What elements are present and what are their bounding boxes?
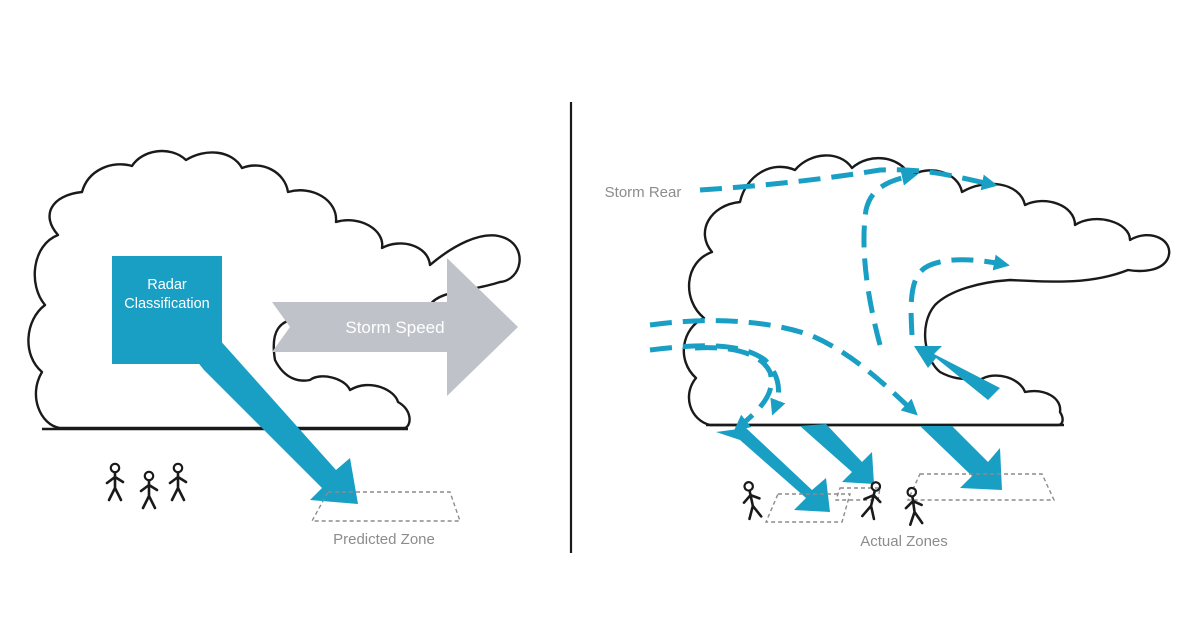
updraft-arrow — [861, 169, 918, 346]
radar-classification-box — [112, 256, 222, 364]
storm-speed-arrow — [272, 258, 518, 396]
actual-zone-3 — [906, 473, 1056, 501]
actual-zones-label: Actual Zones — [860, 533, 948, 550]
downdraft-arrow — [694, 345, 774, 432]
outflow-arrow-1 — [716, 428, 830, 512]
person-icon — [901, 485, 926, 527]
cloud-icon — [682, 154, 1171, 427]
predicted-zone-label: Predicted Zone — [333, 531, 435, 548]
cloud-icon — [27, 149, 521, 430]
person-icon — [168, 462, 188, 502]
actual-zone-1 — [764, 493, 851, 523]
person-icon — [859, 479, 886, 521]
low-inflow-arrow-2 — [649, 343, 786, 416]
outflow-arrow-3 — [920, 426, 1002, 490]
person-icon — [139, 470, 159, 510]
person-icon — [738, 479, 765, 521]
airflow-arrows — [649, 167, 1010, 432]
rear-flank-arrow — [914, 346, 1000, 400]
rear-inflow-arrow — [699, 167, 998, 193]
predicted-path-arrow — [192, 338, 358, 504]
storm-speed-label: Storm Speed — [345, 318, 444, 337]
predicted-zone — [310, 491, 461, 522]
radar-label-line2: Classification — [124, 296, 209, 312]
right-panel: Storm Rear Actual Zones — [605, 154, 1171, 550]
person-icon — [105, 462, 125, 502]
outflow-arrow-2 — [800, 424, 874, 484]
low-inflow-arrow-1 — [649, 318, 918, 416]
radar-label-line1: Radar — [147, 277, 187, 293]
left-panel: Storm Speed Radar Classification Predict… — [27, 149, 521, 548]
storm-rear-label: Storm Rear — [605, 184, 682, 201]
upper-branch-arrow — [908, 254, 1010, 336]
